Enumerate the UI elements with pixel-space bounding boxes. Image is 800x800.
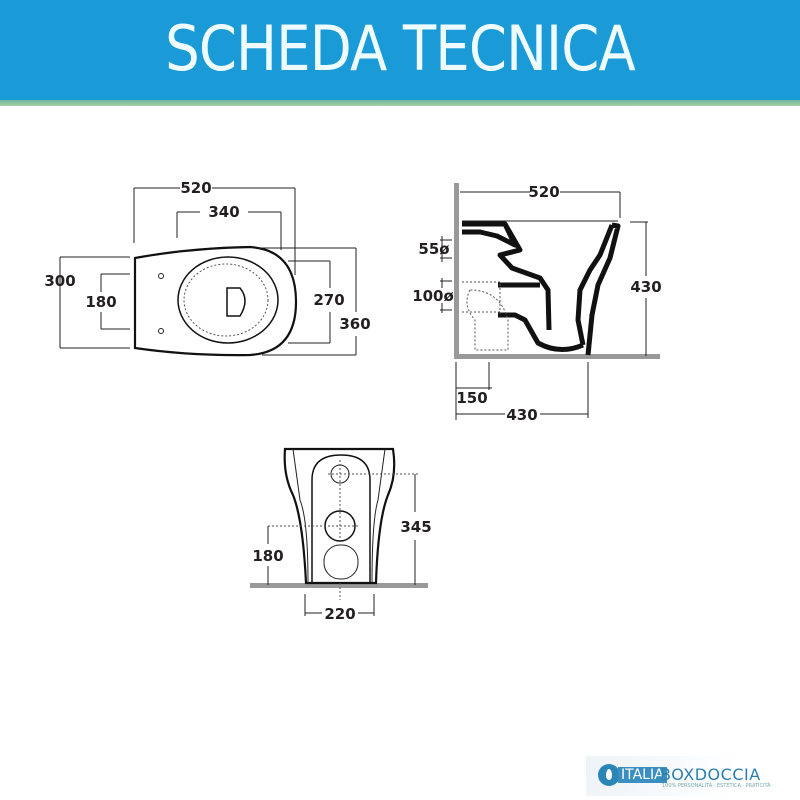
page-title: SCHEDA TECNICA [165, 12, 636, 85]
wall [454, 183, 459, 359]
logo-tagline: 100% PERSONALITÀ · ESTETICA · PRATICITÀ [662, 783, 771, 789]
floor-front [250, 583, 428, 588]
dim-520: 520 [180, 179, 211, 197]
dim-340: 340 [208, 203, 239, 221]
dim-520-side: 520 [528, 183, 559, 201]
header-divider [0, 100, 800, 106]
toilet-profile [462, 221, 621, 356]
brand-logo: ITALIA BOXDOCCIA 100% PERSONALITÀ · ESTE… [586, 756, 800, 796]
logo-italia: ITALIA [618, 767, 667, 783]
seat-inner [183, 263, 269, 337]
dim-300: 300 [44, 272, 75, 290]
dim-430-height: 430 [630, 278, 661, 296]
front-view: 345 180 220 [250, 447, 432, 623]
toilet-outline-top [133, 245, 298, 357]
dim-55-diameter: 55ø [418, 240, 449, 258]
side-view: 520 55ø 100ø 430 150 430 [412, 183, 662, 424]
dim-270: 270 [313, 291, 344, 309]
logo-boxdoccia: BOXDOCCIA [660, 765, 761, 784]
floor [454, 354, 660, 359]
drain-shape [226, 287, 246, 317]
fixing-hole [158, 328, 164, 334]
dim-100-diameter: 100ø [412, 287, 454, 305]
dim-220: 220 [324, 605, 355, 623]
dim-180: 180 [85, 293, 116, 311]
seat-outline [177, 256, 279, 344]
water-drop-icon [598, 764, 620, 786]
dim-345: 345 [400, 518, 431, 536]
dim-180-front: 180 [252, 547, 283, 565]
toilet-front-outline [283, 447, 396, 585]
dim-430-depth: 430 [506, 406, 537, 424]
header-banner: SCHEDA TECNICA [0, 0, 800, 100]
dim-150: 150 [456, 389, 487, 407]
dim-360: 360 [339, 315, 370, 333]
fixing-hole [158, 273, 164, 279]
top-view: 520 340 300 180 270 360 [44, 179, 371, 357]
